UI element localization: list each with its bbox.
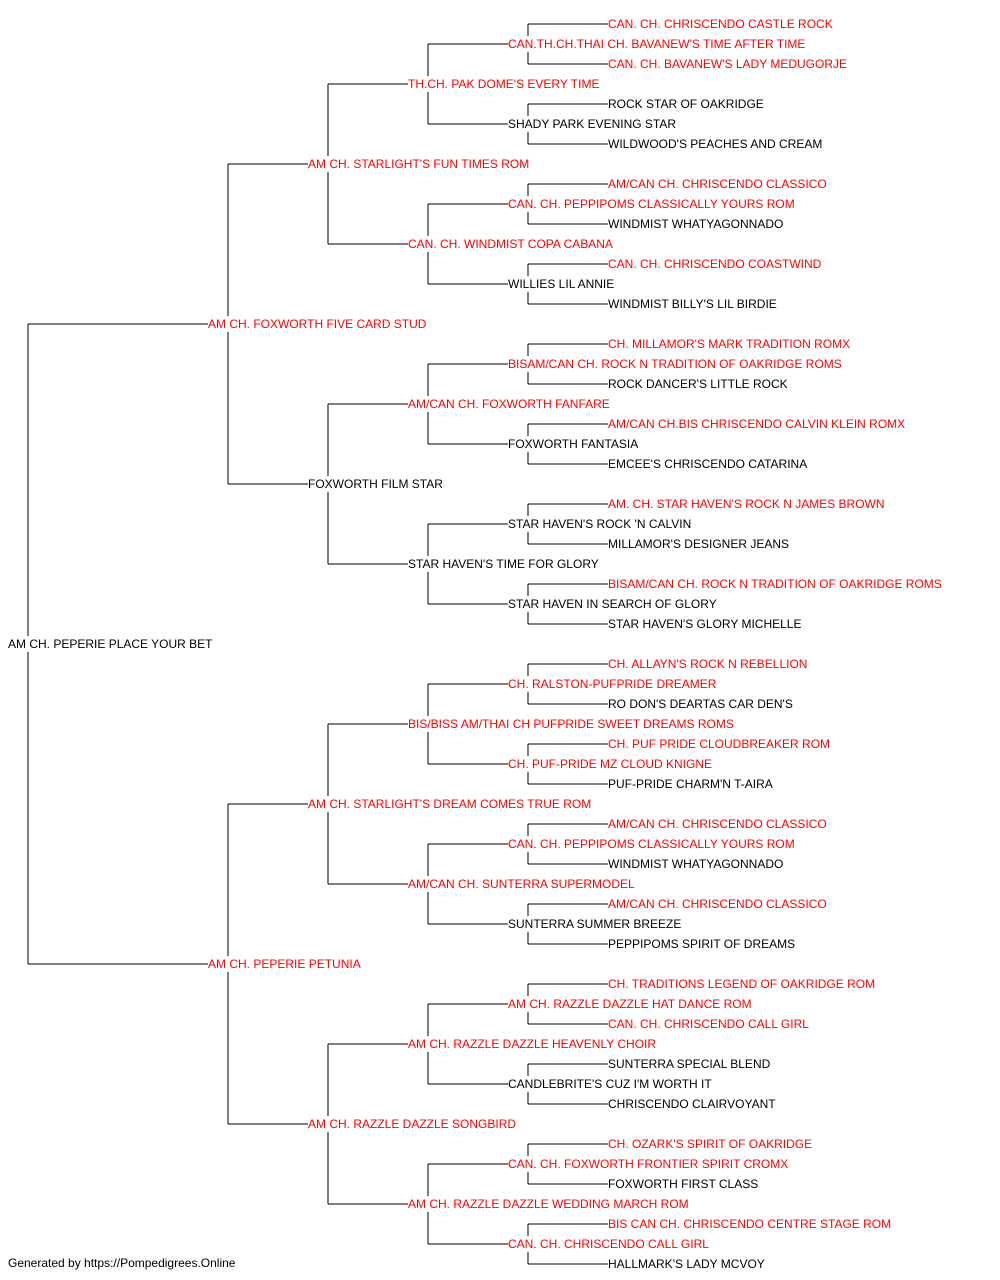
pedigree-name-gen4: AM CH. RAZZLE DAZZLE WEDDING MARCH ROM xyxy=(408,1197,689,1211)
pedigree-name-gen5: CAN. CH. PEPPIPOMS CLASSICALLY YOURS ROM xyxy=(508,197,795,211)
pedigree-name-gen6: PEPPIPOMS SPIRIT OF DREAMS xyxy=(608,937,795,951)
pedigree-name-gen5: CAN. CH. CHRISCENDO CALL GIRL xyxy=(508,1237,709,1251)
footer-credit: Generated by https://Pompedigrees.Online xyxy=(8,1256,236,1270)
pedigree-name-gen5: CAN. CH. PEPPIPOMS CLASSICALLY YOURS ROM xyxy=(508,837,795,851)
pedigree-name-gen4: AM CH. RAZZLE DAZZLE HEAVENLY CHOIR xyxy=(408,1037,656,1051)
pedigree-name-gen6: BISAM/CAN CH. ROCK N TRADITION OF OAKRID… xyxy=(608,577,942,591)
pedigree-name-gen3: AM CH. STARLIGHT'S DREAM COMES TRUE ROM xyxy=(308,797,591,811)
pedigree-name-gen6: BIS CAN CH. CHRISCENDO CENTRE STAGE ROM xyxy=(608,1217,891,1231)
pedigree-name-gen6: WINDMIST WHATYAGONNADO xyxy=(608,857,783,871)
pedigree-name-gen6: CAN. CH. CHRISCENDO CALL GIRL xyxy=(608,1017,809,1031)
pedigree-name-gen6: CAN. CH. CHRISCENDO COASTWIND xyxy=(608,257,822,271)
pedigree-name-gen4: BIS/BISS AM/THAI CH PUFPRIDE SWEET DREAM… xyxy=(408,717,734,731)
pedigree-name-gen6: CHRISCENDO CLAIRVOYANT xyxy=(608,1097,776,1111)
pedigree-name-gen5: CAN.TH.CH.THAI CH. BAVANEW'S TIME AFTER … xyxy=(508,37,805,51)
pedigree-name-gen6: EMCEE'S CHRISCENDO CATARINA xyxy=(608,457,807,471)
pedigree-name-gen6: RO DON'S DEARTAS CAR DEN'S xyxy=(608,697,793,711)
pedigree-name-gen6: CH. OZARK'S SPIRIT OF OAKRIDGE xyxy=(608,1137,812,1151)
pedigree-name-gen6: CH. ALLAYN'S ROCK N REBELLION xyxy=(608,657,807,671)
pedigree-name-gen6: SUNTERRA SPECIAL BLEND xyxy=(608,1057,771,1071)
pedigree-name-gen4: AM/CAN CH. FOXWORTH FANFARE xyxy=(408,397,610,411)
pedigree-name-gen5: BISAM/CAN CH. ROCK N TRADITION OF OAKRID… xyxy=(508,357,842,371)
pedigree-name-gen6: CH. MILLAMOR'S MARK TRADITION ROMX xyxy=(608,337,850,351)
pedigree-name-gen6: PUF-PRIDE CHARM'N T-AIRA xyxy=(608,777,773,791)
pedigree-name-gen5: SHADY PARK EVENING STAR xyxy=(508,117,676,131)
pedigree-name-gen2: AM CH. PEPERIE PETUNIA xyxy=(208,957,361,971)
pedigree-name-gen6: HALLMARK'S LADY MCVOY xyxy=(608,1257,765,1271)
pedigree-name-gen6: FOXWORTH FIRST CLASS xyxy=(608,1177,758,1191)
pedigree-name-gen5: CH. PUF-PRIDE MZ CLOUD KNIGNE xyxy=(508,757,712,771)
pedigree-name-gen6: AM. CH. STAR HAVEN'S ROCK N JAMES BROWN xyxy=(608,497,885,511)
pedigree-name-gen2: AM CH. FOXWORTH FIVE CARD STUD xyxy=(208,317,427,331)
pedigree-name-gen3: FOXWORTH FILM STAR xyxy=(308,477,443,491)
pedigree-name-gen5: WILLIES LIL ANNIE xyxy=(508,277,614,291)
pedigree-name-gen6: WILDWOOD'S PEACHES AND CREAM xyxy=(608,137,822,151)
pedigree-name-gen4: CAN. CH. WINDMIST COPA CABANA xyxy=(408,237,613,251)
pedigree-name-gen3: AM CH. RAZZLE DAZZLE SONGBIRD xyxy=(308,1117,516,1131)
pedigree-name-gen6: AM/CAN CH. CHRISCENDO CLASSICO xyxy=(608,177,827,191)
pedigree-name-gen5: SUNTERRA SUMMER BREEZE xyxy=(508,917,681,931)
pedigree-name-gen3: AM CH. STARLIGHT'S FUN TIMES ROM xyxy=(308,157,529,171)
pedigree-name-gen6: WINDMIST WHATYAGONNADO xyxy=(608,217,783,231)
pedigree-name-gen6: CH. TRADITIONS LEGEND OF OAKRIDGE ROM xyxy=(608,977,875,991)
pedigree-name-gen6: ROCK STAR OF OAKRIDGE xyxy=(608,97,764,111)
pedigree-name-gen5: CH. RALSTON-PUFPRIDE DREAMER xyxy=(508,677,717,691)
pedigree-name-gen6: AM/CAN CH.BIS CHRISCENDO CALVIN KLEIN RO… xyxy=(608,417,905,431)
pedigree-name-gen4: TH.CH. PAK DOME'S EVERY TIME xyxy=(408,77,599,91)
pedigree-name-gen6: CH. PUF PRIDE CLOUDBREAKER ROM xyxy=(608,737,830,751)
pedigree-name-gen4: STAR HAVEN'S TIME FOR GLORY xyxy=(408,557,599,571)
pedigree-name-gen5: STAR HAVEN IN SEARCH OF GLORY xyxy=(508,597,717,611)
pedigree-name-gen5: STAR HAVEN'S ROCK 'N CALVIN xyxy=(508,517,691,531)
pedigree-name-gen5: CANDLEBRITE'S CUZ I'M WORTH IT xyxy=(508,1077,712,1091)
pedigree-name-gen6: ROCK DANCER'S LITTLE ROCK xyxy=(608,377,788,391)
pedigree-name-gen5: AM CH. RAZZLE DAZZLE HAT DANCE ROM xyxy=(508,997,752,1011)
pedigree-name-gen5: FOXWORTH FANTASIA xyxy=(508,437,638,451)
pedigree-name-gen4: AM/CAN CH. SUNTERRA SUPERMODEL xyxy=(408,877,635,891)
pedigree-name-gen6: AM/CAN CH. CHRISCENDO CLASSICO xyxy=(608,817,827,831)
pedigree-name-gen6: CAN. CH. CHRISCENDO CASTLE ROCK xyxy=(608,17,833,31)
pedigree-name-gen6: STAR HAVEN'S GLORY MICHELLE xyxy=(608,617,801,631)
pedigree-name-gen5: CAN. CH. FOXWORTH FRONTIER SPIRIT CROMX xyxy=(508,1157,788,1171)
pedigree-name-gen6: WINDMIST BILLY'S LIL BIRDIE xyxy=(608,297,777,311)
pedigree-name-gen6: CAN. CH. BAVANEW'S LADY MEDUGORJE xyxy=(608,57,847,71)
pedigree-name-gen6: AM/CAN CH. CHRISCENDO CLASSICO xyxy=(608,897,827,911)
pedigree-name-gen1: AM CH. PEPERIE PLACE YOUR BET xyxy=(8,637,213,651)
pedigree-name-gen6: MILLAMOR'S DESIGNER JEANS xyxy=(608,537,789,551)
